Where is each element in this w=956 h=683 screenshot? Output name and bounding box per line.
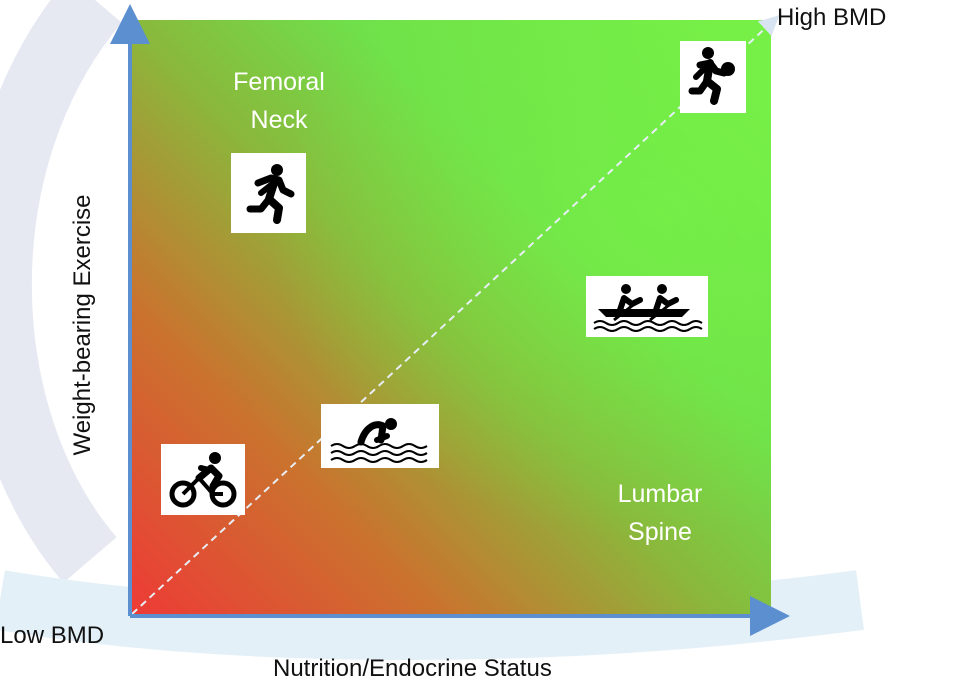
cyclist-icon: [169, 452, 237, 508]
femoral-neck-label: Femoral Neck: [233, 63, 325, 139]
low-bmd-label: Low BMD: [0, 622, 105, 649]
lumbar-spine-label: Lumbar Spine: [618, 475, 703, 551]
y-axis-label: Weight-bearing Exercise: [69, 194, 96, 456]
running-card: [231, 153, 306, 233]
runner-icon: [246, 164, 295, 224]
swimmer-icon: [330, 418, 428, 463]
x-axis-label: Nutrition/Endocrine Status: [273, 655, 552, 682]
swimming-card: [321, 404, 439, 468]
basketball-card: [680, 41, 746, 113]
basketball-player-icon: [688, 47, 735, 105]
high-bmd-label: High BMD: [777, 4, 887, 31]
lumbar-spine-line-1: Lumbar: [617, 480, 703, 508]
bmd-diagonal-line: [131, 15, 780, 615]
cycling-card: [161, 444, 245, 515]
lumbar-spine-line-2: Spine: [628, 518, 692, 546]
rowing-card: [586, 276, 708, 337]
rowing-icon: [593, 284, 703, 332]
femoral-neck-line-1: Femoral: [233, 68, 325, 96]
femoral-neck-line-2: Neck: [250, 106, 308, 134]
